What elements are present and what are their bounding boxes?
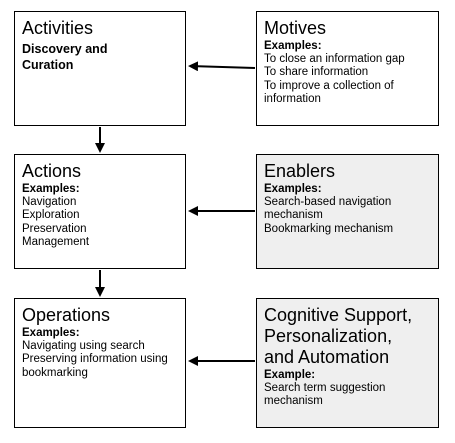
motives-title: Motives (264, 18, 327, 38)
operations-item: Preserving information using (22, 353, 168, 366)
enablers-item: Bookmarking mechanism (264, 222, 394, 235)
operations-title: Operations (22, 305, 111, 325)
enablers-title: Enablers (264, 161, 336, 181)
enablers-examples-label: Examples: (264, 183, 322, 195)
enablers-item: Search-based navigation (264, 196, 392, 208)
enablers-box: Enablers Examples: Search-based navigati… (256, 154, 439, 269)
actions-item: Management (22, 236, 90, 249)
motives-box: Motives Examples: To close an informatio… (256, 11, 439, 126)
motives-item: To close an information gap (264, 53, 405, 65)
activities-title: Activities (22, 18, 94, 38)
operations-box: Operations Examples: Navigating using se… (14, 298, 186, 428)
motives-item: information (264, 93, 321, 106)
actions-item: Exploration (22, 209, 80, 222)
operations-item: bookmarking (22, 366, 88, 379)
actions-item: Navigation (22, 196, 77, 208)
motives-item: To improve a collection of (264, 79, 394, 92)
actions-item: Preservation (22, 222, 87, 235)
actions-examples-label: Examples: (22, 183, 80, 195)
operations-item: Navigating using search (22, 340, 145, 352)
cognitive-example-label: Example: (264, 369, 316, 381)
actions-title: Actions (22, 161, 82, 181)
cognitive-title-line: and Automation (264, 347, 390, 367)
cognitive-title-line: Cognitive Support, (264, 305, 413, 325)
actions-box: Actions Examples: Navigation Exploration… (14, 154, 186, 269)
activities-box: Activities Discovery and Curation (14, 11, 186, 126)
activities-subtitle-line1: Discovery and (22, 42, 108, 56)
activities-subtitle-line2: Curation (22, 58, 74, 72)
cognitive-item: Search term suggestion (264, 382, 386, 394)
enablers-item: mechanism (264, 209, 323, 222)
motives-item: To share information (264, 66, 369, 79)
motives-examples-label: Examples: (264, 40, 322, 52)
cognitive-title-line: Personalization, (264, 326, 393, 346)
cognitive-item: mechanism (264, 395, 323, 408)
arrow-motives-to-activities (188, 61, 256, 72)
cognitive-support-box: Cognitive Support, Personalization, and … (256, 298, 439, 428)
operations-examples-label: Examples: (22, 327, 80, 339)
